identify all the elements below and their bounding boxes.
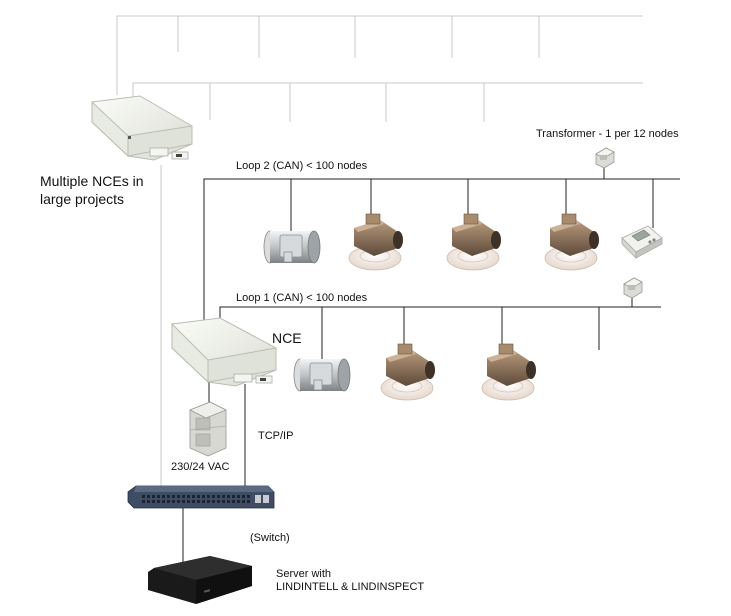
server-label-line1: Server with [276,568,332,580]
duct-damper-icon [263,230,321,264]
transformer-icon [189,401,227,457]
switch-label: (Switch) [250,532,290,544]
nce-controller-icon [91,95,193,161]
server-label-line2: LINDINTELL & LINDINSPECT [276,581,425,593]
nce-controller-icon [171,317,277,387]
loop2-bus-line [203,178,680,325]
server-icon [148,556,252,604]
power-label: 230/24 VAC [171,461,230,473]
multiple-nces-label: Multiple NCEs in large projects [40,173,144,207]
network-switch-icon [127,485,275,509]
ceiling-diffuser-icon [348,213,403,271]
upper-bus-line [116,15,643,95]
loop1-label: Loop 1 (CAN) < 100 nodes [236,292,368,304]
transformer-label: Transformer - 1 per 12 nodes [536,128,679,140]
loop1-bus-line [219,306,661,330]
nce-label: NCE [272,330,302,346]
room-thermostat-icon [621,225,663,259]
transformer-icon [595,147,615,169]
loop2-label: Loop 2 (CAN) < 100 nodes [236,160,368,172]
ceiling-diffuser-icon [481,343,536,401]
ceiling-diffuser-icon [446,213,501,271]
tcpip-label: TCP/IP [258,430,294,442]
duct-damper-icon [293,358,351,392]
ceiling-diffuser-icon [380,343,435,401]
transformer-icon [623,277,643,299]
ceiling-diffuser-icon [544,213,599,271]
